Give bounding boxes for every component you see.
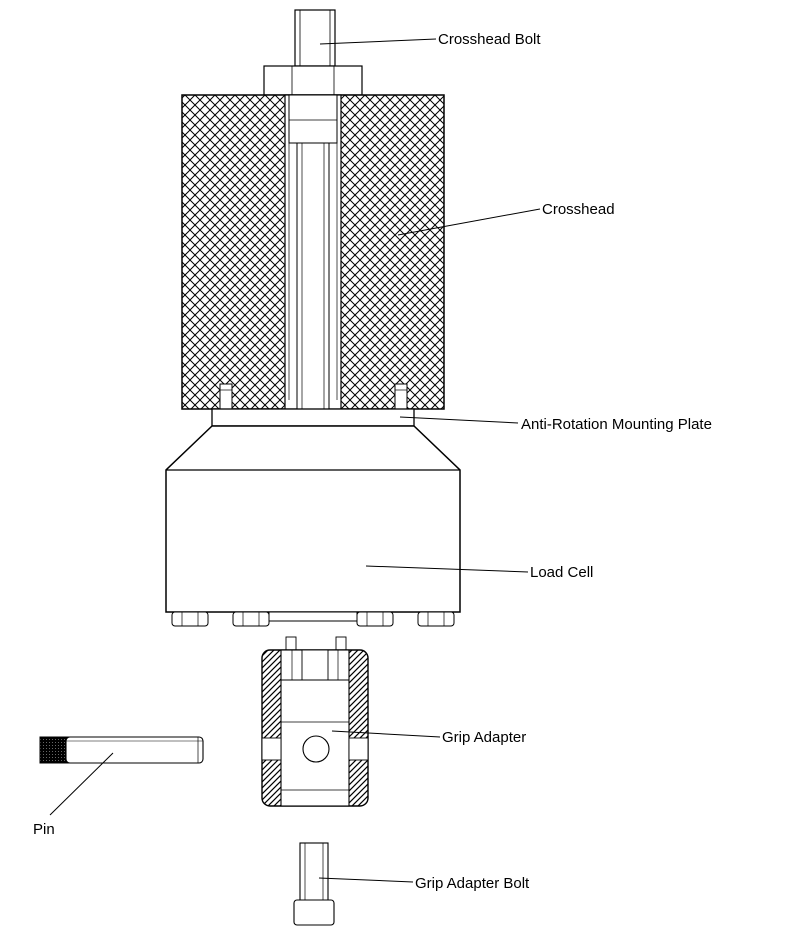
crosshead	[181, 94, 445, 410]
label-grip-adapter-bolt: Grip Adapter Bolt	[415, 875, 530, 892]
leader-pin	[49, 752, 114, 816]
leader-grip-adapter	[331, 730, 441, 738]
label-pin: Pin	[33, 821, 55, 838]
leader-grip-adapter-bolt	[318, 877, 414, 883]
label-load-cell: Load Cell	[530, 564, 593, 581]
leader-anti-rotation-plate	[399, 416, 519, 424]
grip-adapter	[261, 636, 369, 807]
leader-crosshead-bolt	[319, 38, 437, 45]
pin	[39, 736, 204, 764]
leader-crosshead	[397, 208, 541, 236]
label-crosshead-bolt: Crosshead Bolt	[438, 31, 541, 48]
leader-load-cell	[365, 565, 529, 573]
crosshead-bolt	[263, 9, 363, 96]
label-crosshead: Crosshead	[542, 201, 615, 218]
load-cell	[165, 425, 461, 627]
label-anti-rotation-mounting-plate: Anti-Rotation Mounting Plate	[521, 416, 712, 433]
label-grip-adapter: Grip Adapter	[442, 729, 526, 746]
grip-adapter-bolt	[293, 842, 335, 926]
leader-lines	[49, 38, 541, 883]
